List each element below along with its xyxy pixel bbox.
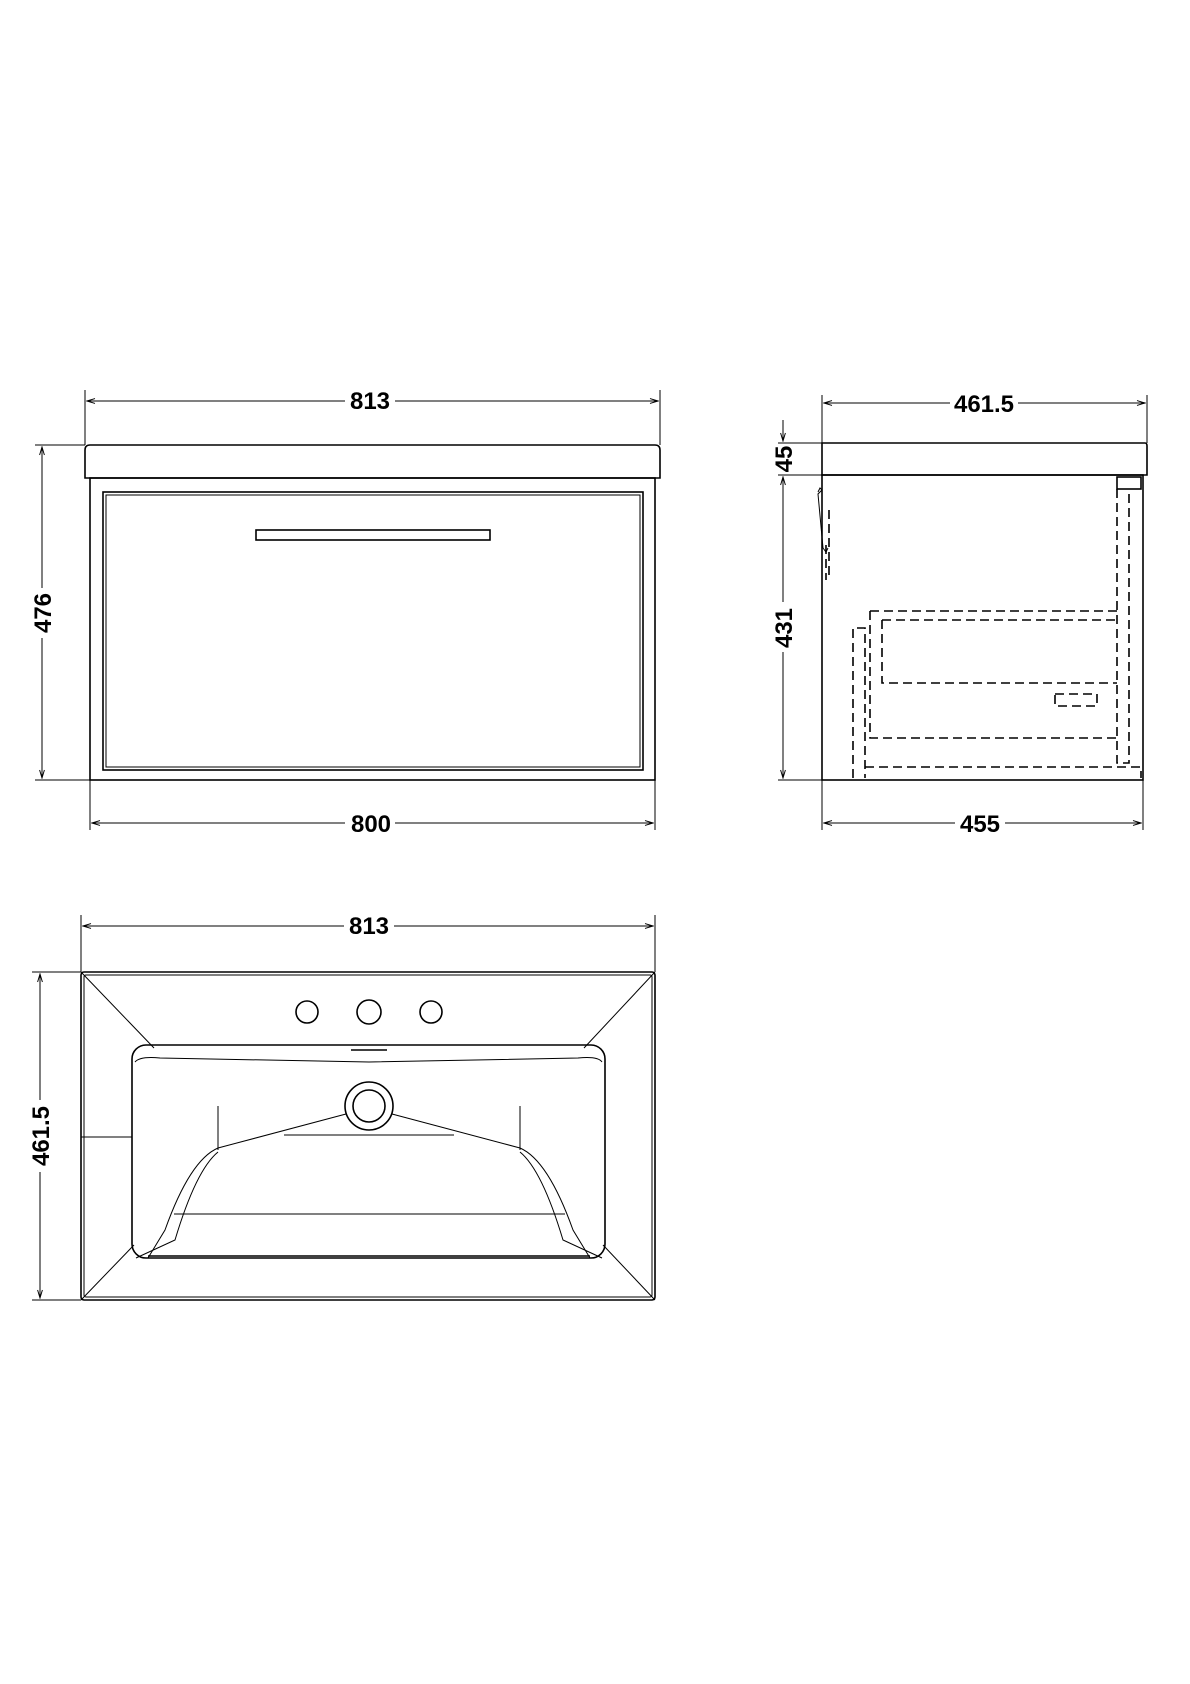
cabinet-body [89,477,656,781]
drawer-handle-hidden [1054,693,1098,707]
worktop [84,444,661,479]
drawer-front [102,491,644,771]
dimension-cabinet-depth: 455 [960,811,1000,838]
side-view: 461.5 45 431 455 [769,390,1148,838]
plan-view: 813 461.5 [26,913,656,1301]
front-view: 813 476 800 [28,388,661,838]
tap-hole-left [295,1000,319,1024]
drawer-front-hidden [852,627,866,778]
dimension-cabinet-height: 431 [771,608,798,648]
basin-outline [80,971,656,1301]
basin-bowl [131,1044,606,1259]
waste-outlet [344,1081,394,1131]
dimension-overall-depth: 461.5 [954,391,1014,418]
wall-bracket [817,487,829,553]
dimension-overall-height: 476 [30,593,57,633]
back-panel-hidden [1116,489,1130,764]
dimension-cabinet-width: 800 [351,811,391,838]
side-cabinet-body [821,474,1144,781]
dimension-basin-width: 813 [349,913,389,940]
dimension-overall-width: 813 [350,388,390,415]
dimension-basin-depth: 461.5 [28,1106,55,1166]
tap-hole-right [419,1000,443,1024]
side-worktop [821,442,1148,476]
tap-hole-center [356,999,382,1025]
drawer-handle [255,529,491,541]
dimension-top-thickness: 45 [771,446,798,473]
